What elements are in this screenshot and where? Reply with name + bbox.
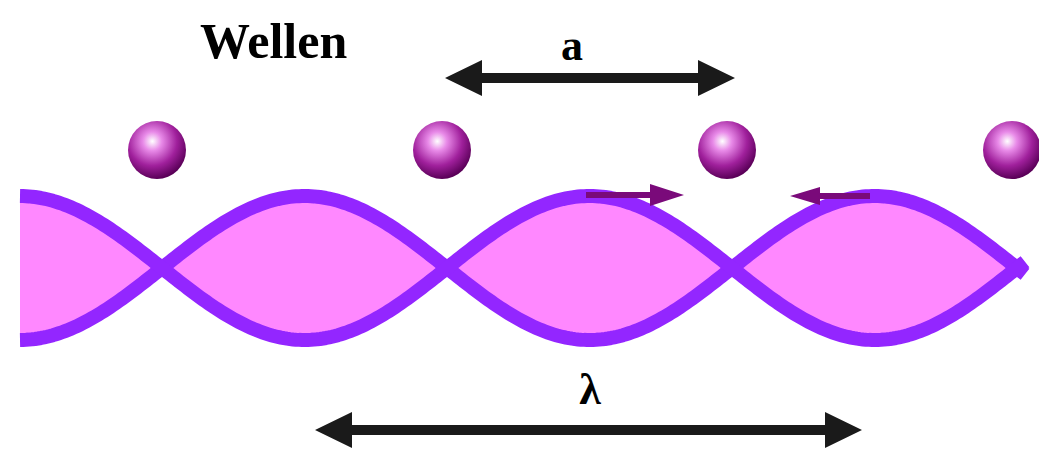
atom-sphere (128, 121, 186, 179)
wave-curve (20, 196, 1025, 340)
atom-sphere (413, 121, 471, 179)
wave-curve (20, 196, 1025, 340)
motion-arrow (790, 187, 870, 205)
motion-arrow (586, 184, 684, 206)
wavelength-arrow (315, 412, 862, 448)
wavelength-label: λ (579, 368, 601, 412)
atom-sphere (698, 121, 756, 179)
atom-sphere (983, 121, 1039, 179)
spacing-arrow (445, 60, 735, 96)
diagram-title: Wellen (200, 16, 347, 66)
wave-fill (20, 196, 1025, 340)
spacing-label: a (561, 24, 583, 68)
